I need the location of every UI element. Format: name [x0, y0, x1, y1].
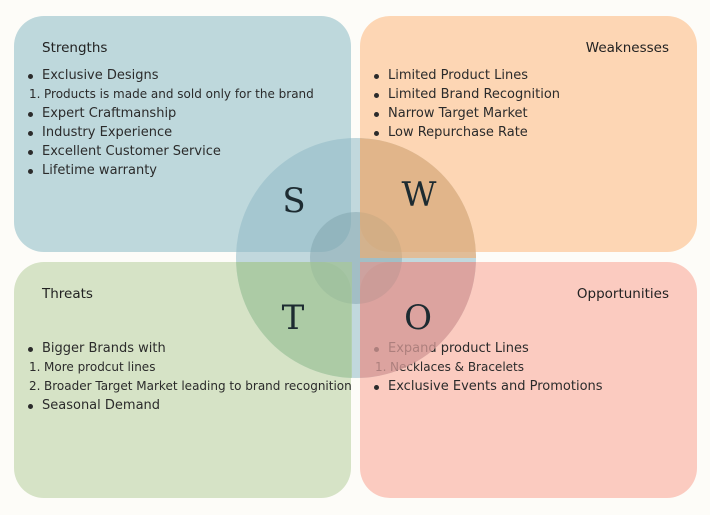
- item-number: 2.: [29, 379, 41, 393]
- numbered-item: 1.More prodcut lines: [14, 358, 352, 377]
- item-text: Products is made and sold only for the b…: [44, 87, 314, 101]
- threats-title: Threats: [42, 286, 93, 302]
- item-number: 1.: [29, 87, 41, 101]
- item-text: Exclusive Events and Promotions: [388, 379, 603, 394]
- item-text: Broader Target Market leading to brand r…: [44, 379, 352, 393]
- item-number: 1.: [29, 360, 41, 374]
- bullet-item: Lifetime warranty: [14, 161, 314, 180]
- numbered-item: 1.Products is made and sold only for the…: [14, 85, 314, 104]
- item-text: More prodcut lines: [44, 360, 156, 374]
- item-text: Expert Craftmanship: [42, 106, 177, 121]
- item-text: Narrow Target Market: [388, 106, 528, 121]
- bullet-item: Industry Experience: [14, 123, 314, 142]
- item-text: Low Repurchase Rate: [388, 125, 528, 140]
- item-text: Seasonal Demand: [42, 398, 161, 413]
- bullet-item: Exclusive Designs: [14, 66, 314, 85]
- numbered-item: 2.Broader Target Market leading to brand…: [14, 377, 352, 396]
- bullet-item: Limited Product Lines: [360, 66, 560, 85]
- item-text: Industry Experience: [42, 125, 173, 140]
- bullet-item: Seasonal Demand: [14, 396, 352, 415]
- letter-w: W: [401, 175, 437, 215]
- threat-circle-tint: [236, 262, 352, 378]
- bullet-item: Exclusive Events and Promotions: [360, 377, 603, 396]
- item-text: Bigger Brands with: [42, 341, 166, 356]
- bullet-item: Limited Brand Recognition: [360, 85, 560, 104]
- letter-t: T: [281, 298, 305, 338]
- item-text: Limited Product Lines: [388, 68, 528, 83]
- opportunities-title: Opportunities: [576, 286, 669, 302]
- item-text: Excellent Customer Service: [42, 144, 221, 159]
- opportunity-circle-tint: [360, 262, 476, 378]
- item-text: Limited Brand Recognition: [388, 87, 561, 102]
- weaknesses-title: Weaknesses: [585, 40, 669, 56]
- bullet-item: Narrow Target Market: [360, 104, 560, 123]
- letter-s: S: [282, 181, 306, 221]
- bullet-item: Bigger Brands with: [14, 339, 352, 358]
- item-text: Exclusive Designs: [42, 68, 159, 83]
- strengths-title: Strengths: [42, 40, 108, 56]
- item-text: Lifetime warranty: [42, 163, 157, 178]
- item-text: Necklaces & Bracelets: [390, 360, 524, 374]
- bullet-item: Expert Craftmanship: [14, 104, 314, 123]
- bullet-item: Excellent Customer Service: [14, 142, 314, 161]
- weakness-circle-tint: [360, 138, 476, 258]
- bullet-item: Low Repurchase Rate: [360, 123, 560, 142]
- letter-o: O: [404, 298, 432, 338]
